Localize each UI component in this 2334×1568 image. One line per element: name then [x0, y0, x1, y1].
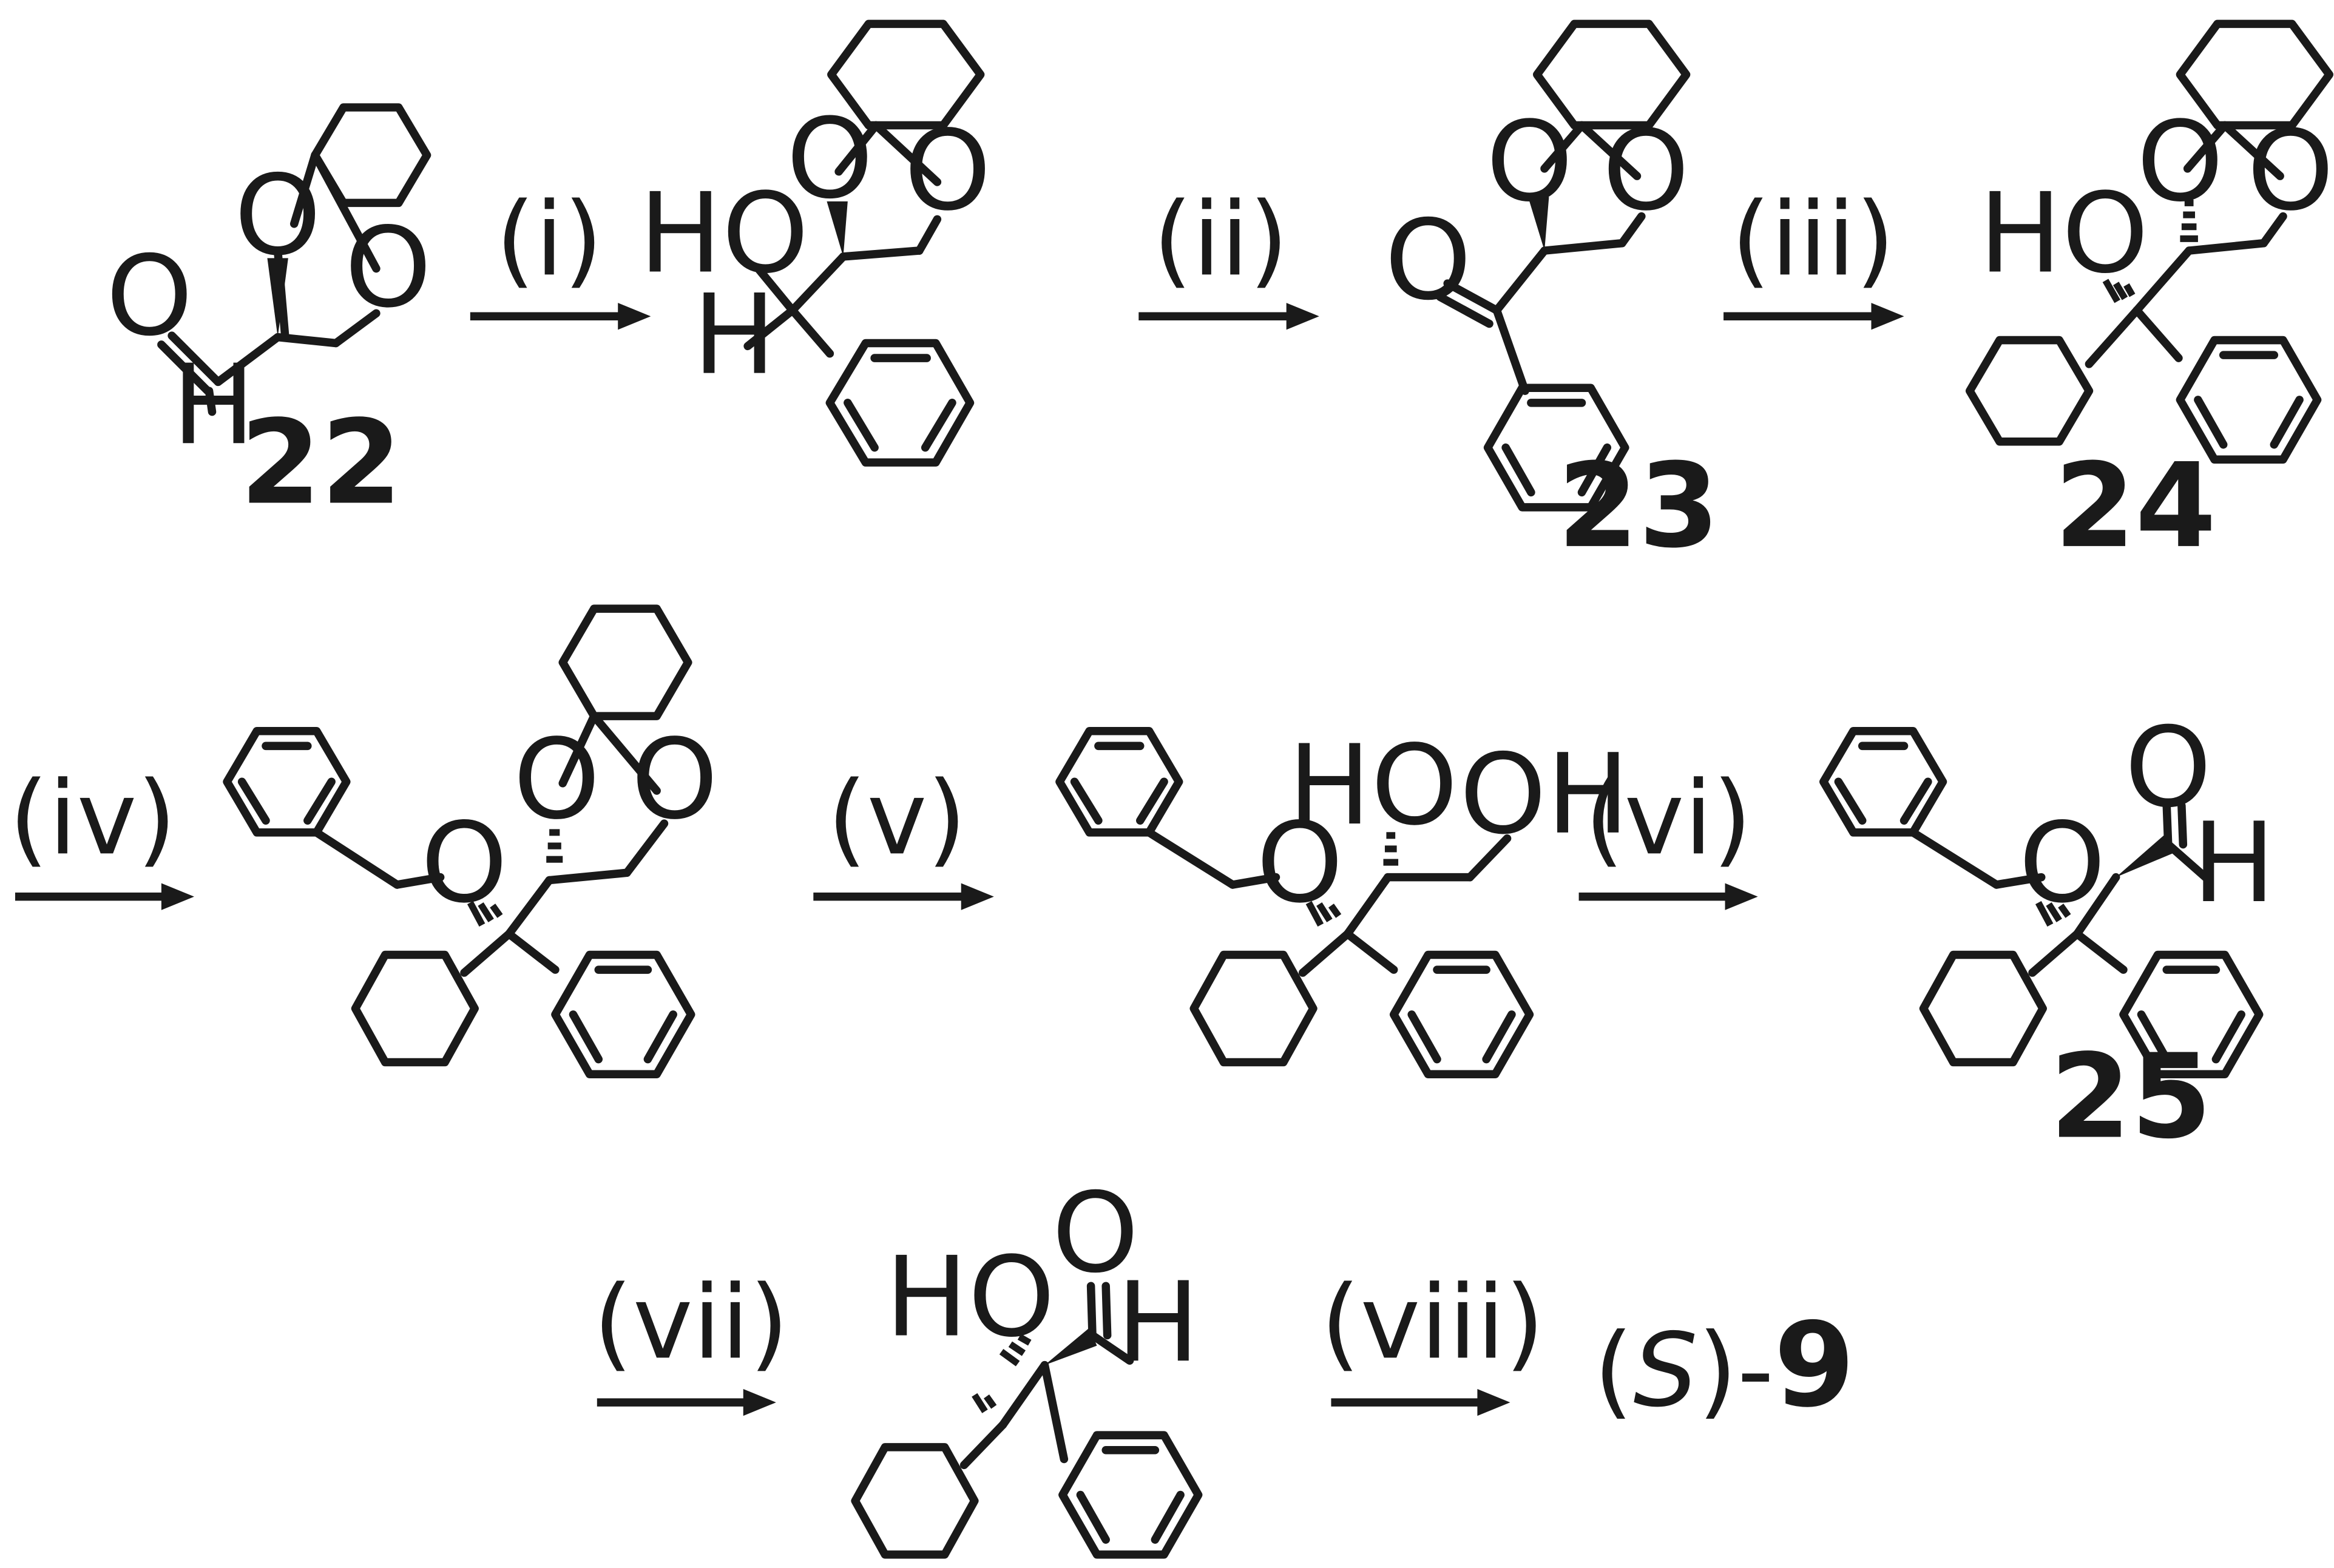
oxygen-label: O — [513, 715, 600, 843]
reaction-arrow-iv: (iv) — [9, 760, 194, 910]
oxygen-label: O — [786, 95, 873, 223]
oxygen-label: O — [1603, 106, 1690, 235]
hydroxyl-label: HO — [1288, 721, 1458, 850]
condition-vi: (vi) — [1585, 760, 1752, 877]
oxygen-label: O — [2125, 703, 2211, 832]
condition-viii: (viii) — [1321, 1264, 1544, 1382]
hashed-bond — [1305, 901, 1342, 927]
condition-vii: (vii) — [594, 1264, 789, 1382]
oxygen-label: O — [106, 232, 193, 360]
oxygen-label: O — [631, 715, 718, 843]
final-product-stereo: S — [1633, 1312, 1697, 1430]
compound-label-23: 23 — [1557, 439, 1719, 574]
hydroxyl-label: HO — [1979, 169, 2149, 297]
oxygen-label: O — [421, 799, 507, 927]
reaction-arrow-vii: (vii) — [594, 1264, 789, 1416]
final-product-suffix: )- — [1698, 1312, 1774, 1430]
hydroxyl-label: OH — [1460, 730, 1629, 859]
compound-label-25: 25 — [2050, 1029, 2212, 1164]
oxygen-label: O — [345, 203, 431, 332]
hydrogen-label: H — [2193, 799, 2276, 927]
oxygen-label: O — [1256, 799, 1343, 927]
hashed-bond — [2102, 279, 2136, 303]
diol-intermediate: O HO OH — [1055, 721, 1629, 1078]
compound-label-22: 22 — [240, 396, 402, 531]
compound-label-24: 24 — [2054, 439, 2216, 574]
hydrogen-label: H — [172, 340, 255, 469]
hashed-bond — [972, 1393, 997, 1413]
reaction-arrow-ii: (ii) — [1138, 181, 1319, 330]
oxygen-label: O — [2247, 106, 2334, 235]
final-product-label: (S)-9 — [1594, 1298, 1855, 1433]
oxygen-label: O — [2137, 97, 2224, 226]
hydroxy-aldehyde: HO O H — [851, 1169, 1203, 1559]
condition-v: (v) — [827, 760, 966, 877]
hydrogen-label: H — [693, 271, 776, 399]
reaction-arrow-viii: (viii) — [1321, 1264, 1544, 1416]
condition-iv: (iv) — [9, 760, 177, 877]
reaction-arrow-vi: (vi) — [1578, 760, 1758, 910]
final-product-prefix: ( — [1594, 1312, 1633, 1430]
compound-25: O O H 25 — [1819, 703, 2276, 1164]
oxygen-label: O — [1486, 97, 1573, 226]
final-product-number: 9 — [1774, 1298, 1855, 1433]
condition-iii: (iii) — [1731, 181, 1895, 299]
oxygen-label: O — [1052, 1169, 1138, 1297]
hashed-bond — [2180, 199, 2198, 242]
condition-ii: (ii) — [1153, 181, 1288, 299]
reaction-arrow-v: (v) — [813, 760, 994, 910]
hashed-bond — [546, 829, 563, 863]
hashed-bond — [1383, 832, 1399, 866]
compound-23: O O O 23 — [1385, 19, 1719, 574]
compound-24: O O HO 24 — [1965, 19, 2334, 574]
hashed-bond — [467, 901, 503, 927]
condition-i: (i) — [496, 181, 603, 299]
hashed-bond — [999, 1334, 1032, 1367]
oxygen-label: O — [1385, 196, 1472, 325]
hydrogen-label: H — [1117, 1258, 1200, 1387]
oxygen-label: O — [2019, 799, 2106, 927]
oxygen-label: O — [234, 151, 321, 280]
hydroxyl-label: HO — [885, 1232, 1055, 1361]
hashed-bond — [2035, 901, 2071, 927]
hydroxyl-label: HO — [639, 169, 809, 297]
reaction-arrow-iii: (iii) — [1723, 181, 1904, 330]
reaction-arrow-i: (i) — [470, 181, 651, 330]
alcohol-intermediate: O O HO H — [639, 19, 991, 467]
benzyl-ether-acetal: O O O — [223, 604, 718, 1078]
oxygen-label: O — [904, 106, 991, 235]
compound-22: O O O H 22 — [106, 103, 431, 531]
